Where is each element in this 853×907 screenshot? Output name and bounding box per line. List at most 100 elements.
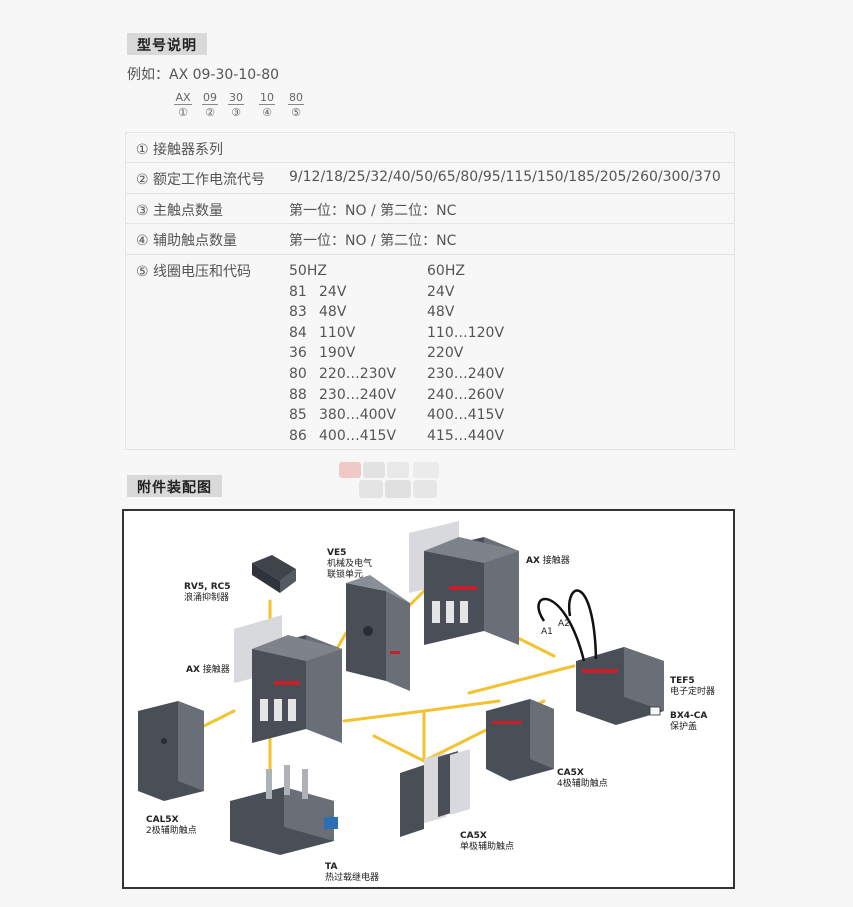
coil-v60: 48V: [427, 304, 455, 321]
label-tef5-desc: 电子定时器: [670, 687, 716, 697]
spec-value: 第一位：NO / 第二位：NC: [289, 203, 457, 219]
label-ax-left-code: AX: [186, 665, 200, 675]
ve5-device: [346, 575, 410, 691]
code-part-number: ①: [178, 106, 188, 119]
label-ca5x-1pole-desc: 单极辅助触点: [460, 842, 515, 852]
ax-left-device: [234, 615, 342, 743]
coil-v60: 110…120V: [427, 324, 505, 341]
label-cal5x-desc: 2极辅助触点: [146, 826, 197, 836]
coil-code: 81: [289, 283, 307, 300]
code-part-number: ②: [205, 106, 215, 119]
coil-v50: 380…400V: [319, 407, 397, 424]
spec-value: 9/12/18/25/32/40/50/65/80/95/115/150/185…: [289, 169, 721, 185]
coil-v60: 230…240V: [427, 365, 505, 382]
coil-v60: 240…260V: [427, 386, 505, 403]
code-part-code: 10: [259, 91, 275, 105]
label-ve5-desc1: 机械及电气: [327, 559, 373, 569]
label-bx4-code: BX4-CA: [670, 711, 708, 721]
code-part-code: 80: [288, 91, 304, 105]
coil-code: 84: [289, 324, 307, 341]
rv5-device: [252, 555, 296, 593]
label-tef5: TEF5 电子定时器: [670, 676, 715, 698]
label-ta: TA 热过载继电器: [325, 862, 379, 884]
label-ax-left-desc: 接触器: [202, 665, 230, 675]
code-part-code: AX: [174, 91, 192, 105]
code-part: AX ①: [170, 91, 196, 120]
code-part: 30 ③: [223, 91, 249, 120]
spec-row-aux-contacts: ④ 辅助触点数量 第一位：NO / 第二位：NC: [126, 224, 734, 255]
label-ve5-code: VE5: [327, 548, 347, 558]
spec-table: ① 接触器系列 ② 额定工作电流代号 9/12/18/25/32/40/50/6…: [125, 132, 735, 450]
coil-v60: 220V: [427, 345, 464, 362]
coil-v50: 24V: [319, 283, 347, 300]
label-ax-top-code: AX: [526, 556, 540, 566]
label-ta-desc: 热过载继电器: [325, 873, 380, 883]
label-ca5x-4pole-desc: 4极辅助触点: [557, 779, 608, 789]
label-ca5x-1pole: CA5X 单极辅助触点: [460, 831, 514, 853]
ca5x-4pole-device: [486, 699, 554, 781]
label-ca5x-4pole: CA5X 4极辅助触点: [557, 768, 608, 790]
label-ve5: VE5 机械及电气 联锁单元: [327, 548, 372, 581]
spec-row-series: ① 接触器系列: [126, 133, 734, 163]
label-ax-left: AX 接触器: [186, 665, 230, 676]
coil-v60: 400…415V: [427, 407, 505, 424]
model-example: 例如：AX 09-30-10-80: [127, 67, 280, 83]
spec-label: ④ 辅助触点数量: [136, 233, 238, 249]
code-part-code: 09: [202, 91, 218, 105]
spec-value: 第一位：NO / 第二位：NC: [289, 233, 457, 249]
ta-device: [230, 765, 338, 855]
code-part: 80 ⑤: [283, 91, 309, 120]
coil-v50: 400…415V: [319, 427, 397, 444]
code-part: 10 ④: [254, 91, 280, 120]
coil-v50: 190V: [319, 345, 356, 362]
spec-row-main-contacts: ③ 主触点数量 第一位：NO / 第二位：NC: [126, 194, 734, 224]
spec-label: ② 额定工作电流代号: [136, 172, 266, 188]
coil-row: 88 230…240V: [289, 385, 396, 406]
spec-label: ③ 主触点数量: [136, 203, 224, 219]
tef5-device: [576, 647, 664, 725]
label-ve5-desc2: 联锁单元: [327, 570, 364, 580]
accessory-diagram: RV5, RC5 浪涌抑制器 VE5 机械及电气 联锁单元 AX 接触器 AX …: [122, 509, 735, 889]
coil-code: 36: [289, 345, 307, 362]
label-tef5-code: TEF5: [670, 676, 695, 686]
diagram-drawing: [138, 521, 664, 855]
coil-v50: 220…230V: [319, 365, 397, 382]
label-bx4: BX4-CA 保护盖: [670, 711, 707, 733]
code-part: 09 ②: [197, 91, 223, 120]
spec-label: ① 接触器系列: [136, 142, 224, 158]
spec-row-current: ② 额定工作电流代号 9/12/18/25/32/40/50/65/80/95/…: [126, 163, 734, 194]
coil-row: 36 190V: [289, 343, 396, 364]
section-title-model: 型号说明: [127, 33, 207, 55]
label-cal5x: CAL5X 2极辅助触点: [146, 815, 197, 837]
coil-v60: 415…440V: [427, 427, 505, 444]
coil-60hz-column: 60HZ 24V 48V 110…120V 220V 230…240V 240……: [427, 261, 504, 446]
label-bx4-desc: 保护盖: [670, 722, 698, 732]
coil-v50: 48V: [319, 304, 347, 321]
coil-row: 81 24V: [289, 282, 396, 303]
spec-row-coil-voltage: ⑤ 线圈电压和代码 50HZ 81 24V 83 48V 84 110V 36 190V…: [126, 255, 734, 450]
label-ta-code: TA: [325, 862, 338, 872]
coil-header-50hz: 50HZ: [289, 263, 327, 279]
coil-row: 86 400…415V: [289, 426, 396, 447]
label-cal5x-code: CAL5X: [146, 815, 179, 825]
code-part-number: ④: [262, 106, 272, 119]
coil-code: 83: [289, 304, 307, 321]
label-a2: A2: [558, 619, 570, 629]
label-rv5-code: RV5, RC5: [184, 582, 231, 592]
coil-v50: 110V: [319, 324, 356, 341]
coil-code: 88: [289, 386, 307, 403]
ca5x-1pole-device: [400, 749, 470, 837]
code-part-number: ③: [231, 106, 241, 119]
coil-code: 86: [289, 427, 307, 444]
cal5x-device: [138, 701, 204, 801]
spec-label: ⑤ 线圈电压和代码: [136, 264, 252, 280]
code-part-code: 30: [228, 91, 244, 105]
coil-v50: 230…240V: [319, 386, 397, 403]
label-ca5x-1pole-code: CA5X: [460, 831, 487, 841]
coil-v60: 24V: [427, 283, 455, 300]
ax-top-device: [409, 521, 519, 645]
